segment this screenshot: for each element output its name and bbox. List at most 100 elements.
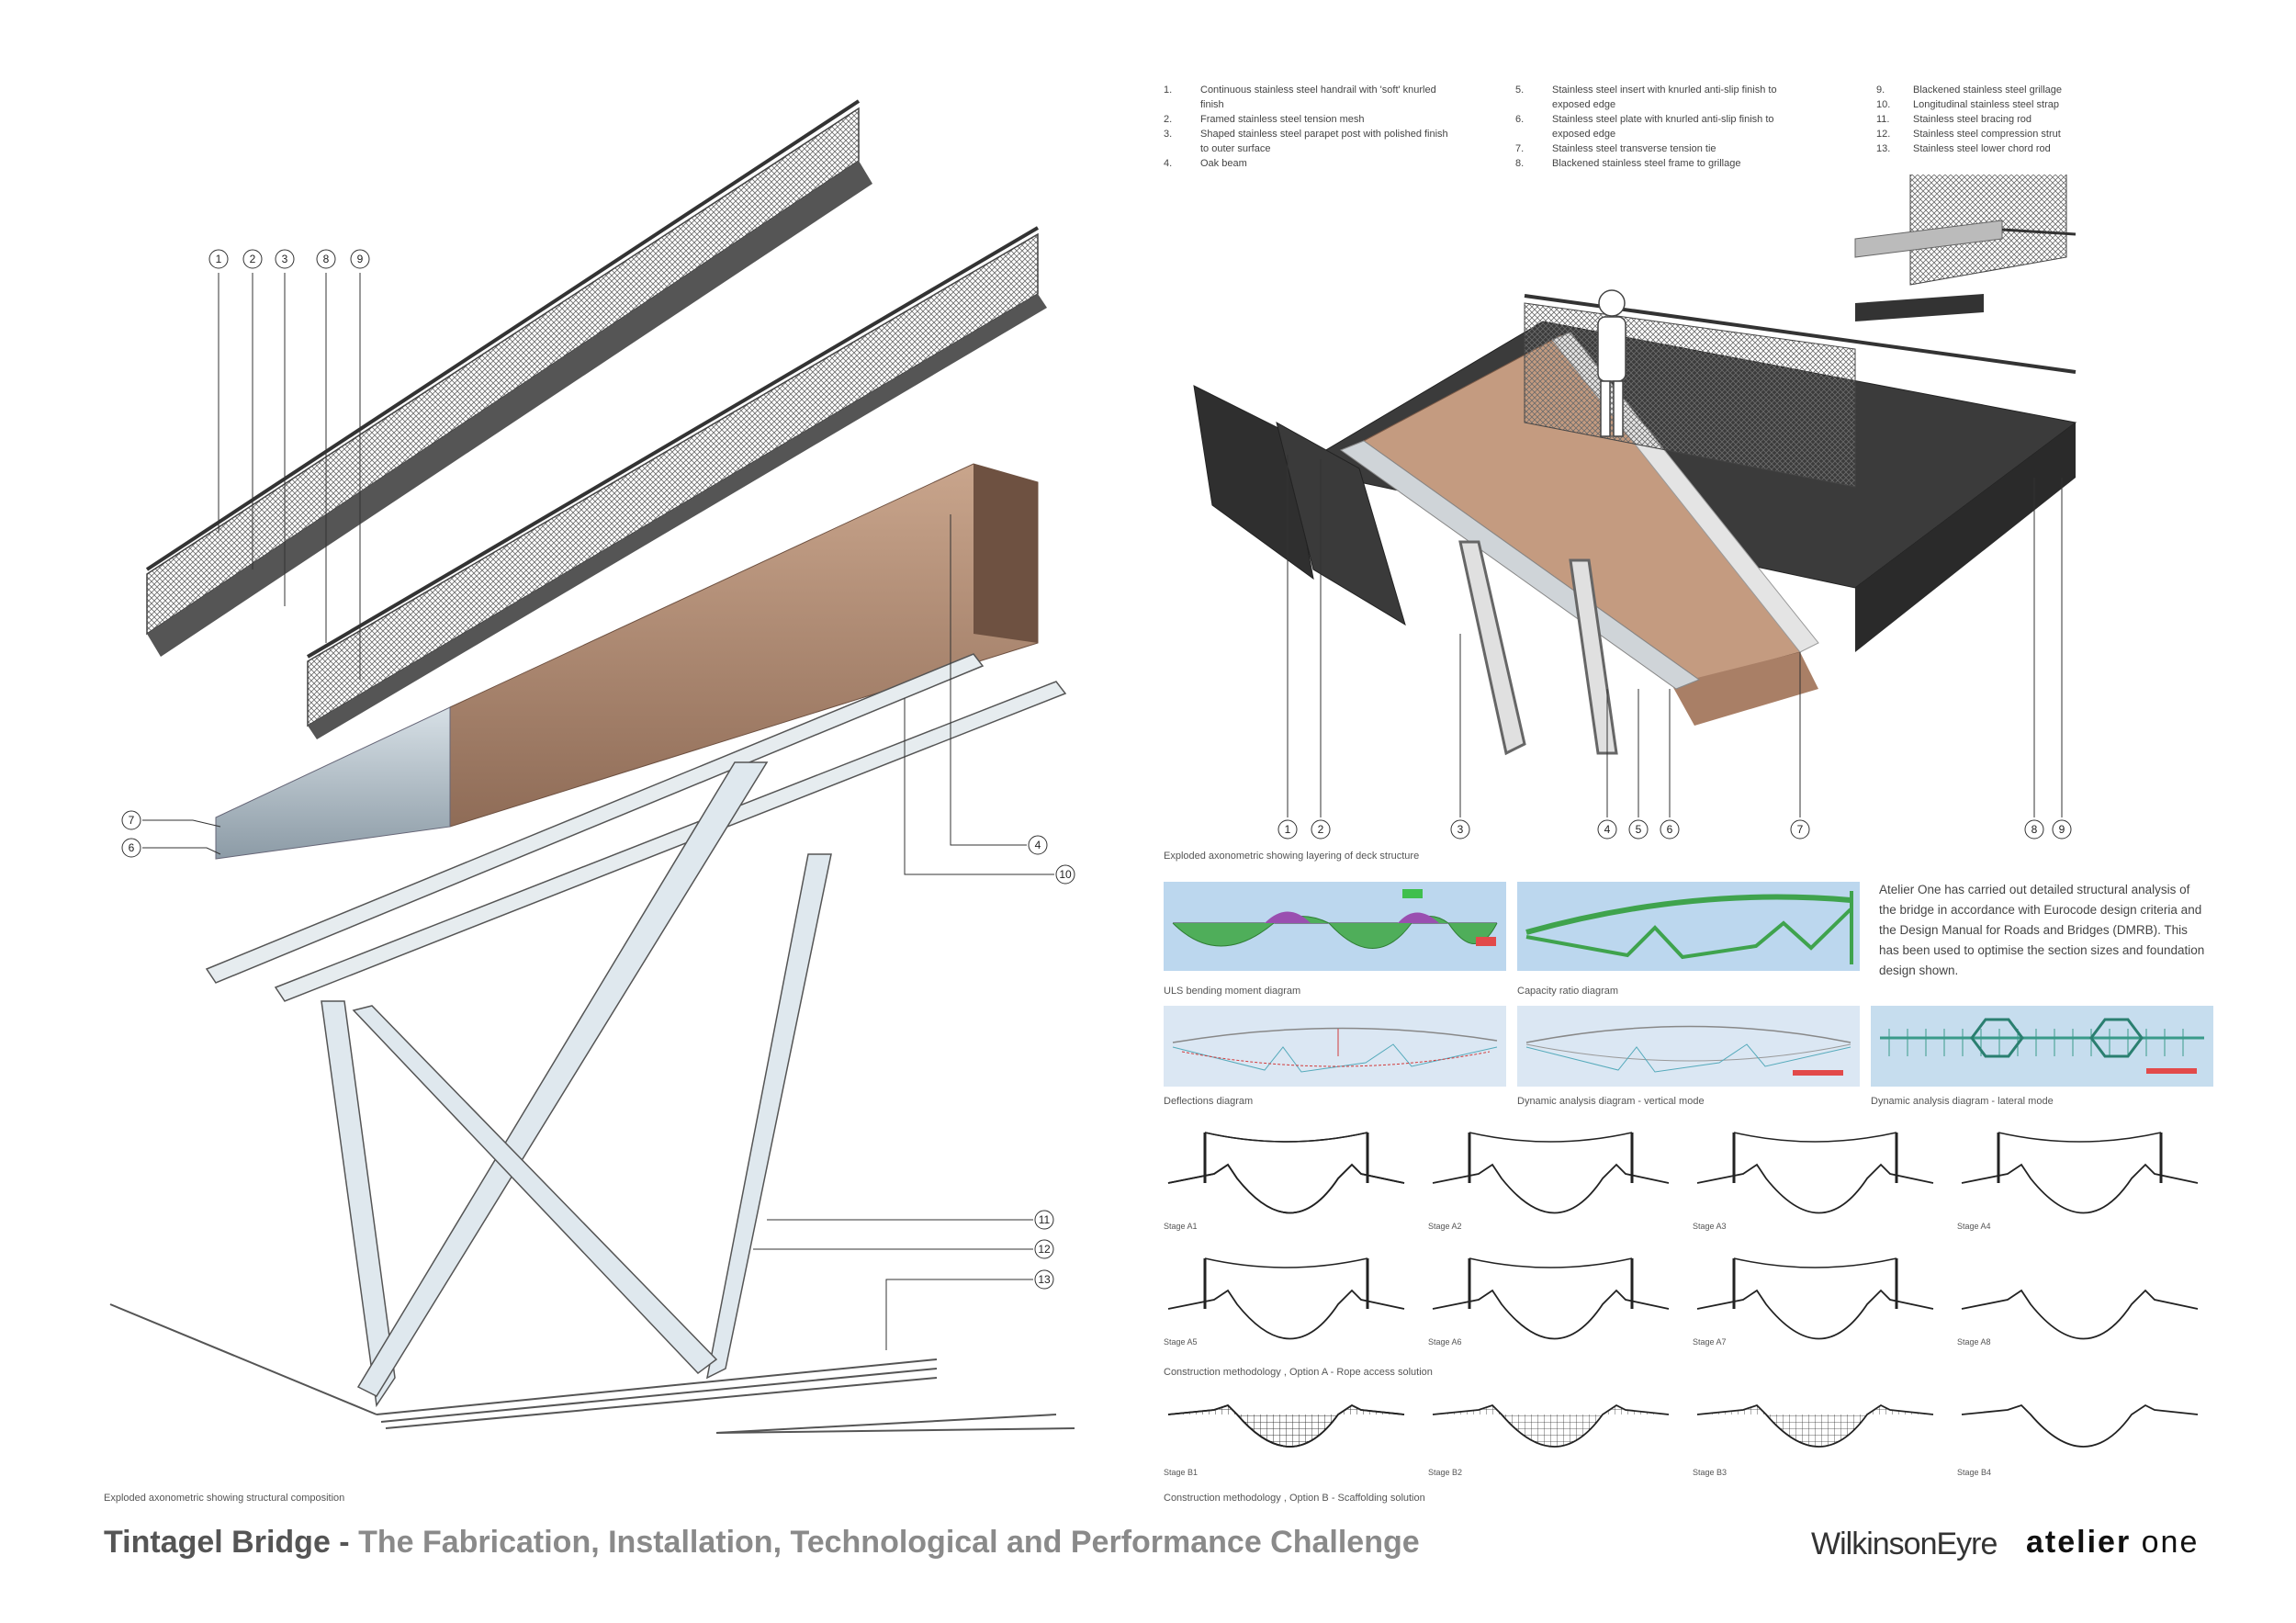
title-sub: The Fabrication, Installation, Technolog… (358, 1525, 1420, 1560)
callout-leaders (142, 273, 1054, 1350)
callout-1: 1 (208, 249, 229, 269)
deck-callout-6: 6 (1660, 819, 1680, 840)
deck-callout-1: 1 (1277, 819, 1298, 840)
structural-axonometric: 1 2 3 8 9 7 6 4 10 11 12 13 (109, 99, 1075, 1434)
longitudinal-strap (205, 653, 1067, 1002)
callout-4: 4 (1028, 835, 1048, 855)
legend-item: 10.Longitudinal stainless steel strap (1876, 99, 2059, 110)
stage-label: Stage A3 (1693, 1222, 1727, 1231)
legend-item: 1.Continuous stainless steel handrail wi… (1164, 85, 1436, 110)
legend-item: 2.Framed stainless steel tension mesh (1164, 114, 1365, 125)
legend-column-1: 1.Continuous stainless steel handrail wi… (1164, 83, 1458, 171)
svg-text:13: 13 (1038, 1273, 1051, 1286)
svg-text:2: 2 (250, 253, 256, 265)
deck-callout-2: 2 (1311, 819, 1331, 840)
stage-label: Stage A2 (1428, 1222, 1462, 1231)
svg-text:8: 8 (2032, 823, 2038, 836)
svg-text:6: 6 (1667, 823, 1673, 836)
svg-text:10: 10 (1059, 868, 1072, 881)
callout-8: 8 (316, 249, 336, 269)
caption-uls: ULS bending moment diagram (1164, 986, 1301, 997)
deck-callout-3: 3 (1450, 819, 1470, 840)
callout-13: 13 (1034, 1269, 1054, 1290)
page-title: Tintagel Bridge - The Fabrication, Insta… (104, 1525, 1420, 1561)
legend-column-3: 9.Blackened stainless steel grillage 10.… (1876, 83, 2170, 156)
stage-label: Stage A8 (1957, 1337, 1991, 1347)
svg-text:5: 5 (1636, 823, 1642, 836)
title-main: Tintagel Bridge - (104, 1525, 359, 1560)
deck-axonometric: 1 2 3 4 5 6 7 8 9 (1193, 175, 2077, 840)
callout-9: 9 (350, 249, 370, 269)
capacity-ratio-diagram (1517, 882, 1860, 971)
compression-struts (321, 761, 832, 1408)
lower-parapet (306, 226, 1047, 739)
legend-column-2: 5.Stainless steel insert with knurled an… (1515, 83, 1809, 171)
stages-a-row2 (1166, 1257, 2199, 1340)
stage-label: Stage A1 (1164, 1222, 1198, 1231)
deck-callout-5: 5 (1628, 819, 1649, 840)
callout-10: 10 (1055, 864, 1075, 885)
legend-item: 5.Stainless steel insert with knurled an… (1515, 85, 1777, 110)
caption-capacity: Capacity ratio diagram (1517, 986, 1619, 997)
svg-text:8: 8 (323, 253, 330, 265)
caption-structural: Exploded axonometric showing structural … (104, 1493, 345, 1504)
callout-3: 3 (275, 249, 295, 269)
svg-text:4: 4 (1035, 839, 1041, 851)
dynamic-vertical-diagram (1517, 1006, 1860, 1087)
caption-dyn-lateral: Dynamic analysis diagram - lateral mode (1871, 1096, 2054, 1107)
svg-text:1: 1 (1285, 823, 1291, 836)
svg-text:3: 3 (1458, 823, 1464, 836)
legend-item: 7.Stainless steel transverse tension tie (1515, 143, 1716, 154)
callout-circles-deck: 1 2 3 4 5 6 7 8 9 (1277, 819, 2072, 840)
legend-item: 9.Blackened stainless steel grillage (1876, 85, 2063, 96)
svg-text:1: 1 (216, 253, 222, 265)
deck-callout-leaders (1287, 455, 2063, 817)
deck-callout-4: 4 (1597, 819, 1617, 840)
wilkinsoneyre-logo: WilkinsonEyre (1811, 1527, 1998, 1561)
svg-text:12: 12 (1038, 1243, 1051, 1256)
stages-b-row (1167, 1403, 2199, 1448)
caption-dyn-vertical: Dynamic analysis diagram - vertical mode (1517, 1096, 1705, 1107)
stage-label: Stage A6 (1428, 1337, 1462, 1347)
stage-label: Stage A4 (1957, 1222, 1991, 1231)
atelier-one-logo: atelier one (2026, 1525, 2200, 1560)
callout-circles-left: 1 2 3 8 9 7 6 4 10 11 12 13 (121, 249, 1075, 1290)
legend-item: 13.Stainless steel lower chord rod (1876, 143, 2051, 154)
legend-item: 8.Blackened stainless steel frame to gri… (1515, 158, 1741, 169)
deck-callout-7: 7 (1790, 819, 1810, 840)
stage-label: Stage B2 (1428, 1468, 1463, 1477)
callout-2: 2 (242, 249, 263, 269)
deck-callout-8: 8 (2024, 819, 2044, 840)
lower-chord-rods (109, 1303, 1075, 1434)
stage-label: Stage B3 (1693, 1468, 1728, 1477)
caption-option-a: Construction methodology , Option A - Ro… (1164, 1367, 1433, 1378)
callout-6: 6 (121, 838, 141, 858)
svg-text:7: 7 (1797, 823, 1804, 836)
stage-label: Stage B1 (1164, 1468, 1199, 1477)
legend-item: 6.Stainless steel plate with knurled ant… (1515, 114, 1774, 140)
deflections-diagram (1164, 1006, 1506, 1087)
caption-deflections: Deflections diagram (1164, 1096, 1254, 1107)
callout-12: 12 (1034, 1239, 1054, 1259)
svg-text:6: 6 (129, 841, 135, 854)
svg-text:11: 11 (1039, 1213, 1051, 1226)
callout-7: 7 (121, 810, 141, 830)
legend-item: 4.Oak beam (1164, 158, 1247, 169)
uls-bending-diagram (1164, 882, 1506, 971)
svg-text:9: 9 (2059, 823, 2065, 836)
legend-item: 11.Stainless steel bracing rod (1876, 114, 2032, 125)
person-figure (1597, 289, 1626, 437)
svg-text:4: 4 (1604, 823, 1611, 836)
deck-steel-plate (215, 706, 451, 860)
caption-option-b: Construction methodology , Option B - Sc… (1164, 1493, 1425, 1504)
dynamic-lateral-diagram (1871, 1006, 2213, 1087)
stages-a-row1 (1166, 1131, 2200, 1214)
deck-callout-9: 9 (2052, 819, 2072, 840)
legend-item: 12.Stainless steel compression strut (1876, 129, 2061, 140)
stage-label: Stage A5 (1164, 1337, 1198, 1347)
stage-label: Stage B4 (1957, 1468, 1992, 1477)
svg-text:2: 2 (1318, 823, 1324, 836)
analysis-paragraph: Atelier One has carried out detailed str… (1879, 883, 2205, 977)
caption-deck: Exploded axonometric showing layering of… (1164, 851, 1420, 862)
svg-text:3: 3 (282, 253, 288, 265)
